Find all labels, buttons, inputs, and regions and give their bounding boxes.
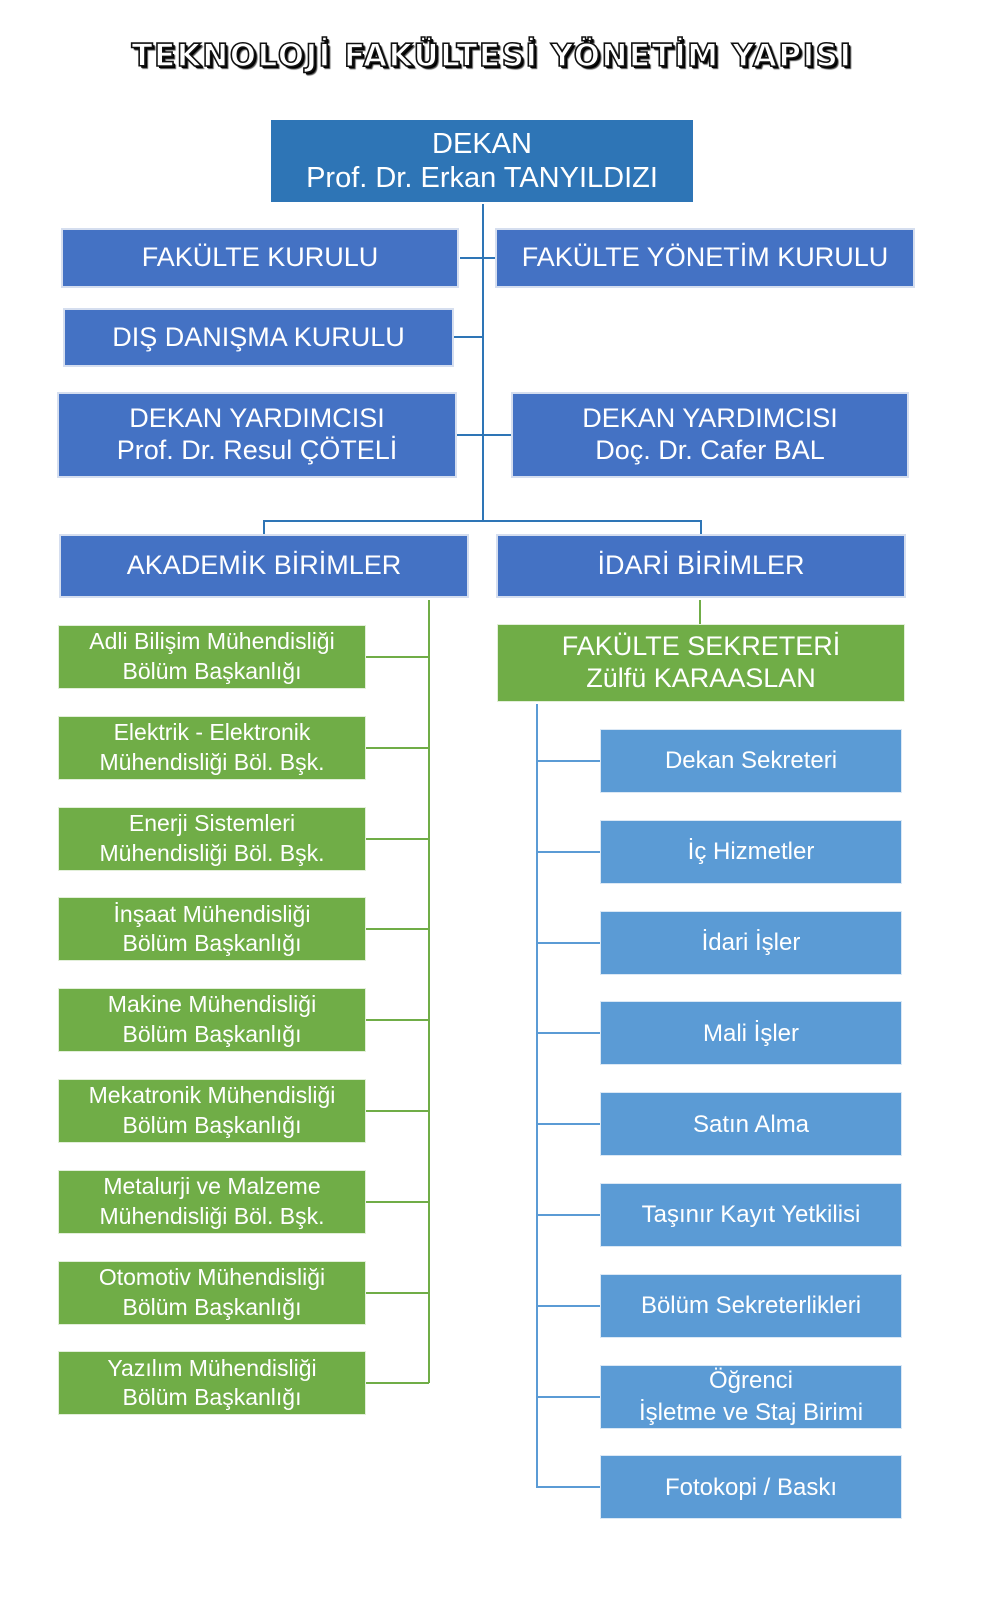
admin-unit-name: Satın Alma xyxy=(692,1110,810,1138)
academic-unit-connector xyxy=(366,746,429,749)
academic-unit-connector xyxy=(366,1291,429,1294)
admin-unit-name: Fotokopi / Baskı xyxy=(664,1473,838,1501)
vice-dean-2-name: Doç. Dr. Cafer BAL xyxy=(595,435,825,465)
academic-unit-name: Mekatronik Mühendisliği xyxy=(88,1082,336,1109)
academic-unit-name: Adli Bilişim Mühendisliği xyxy=(89,628,335,655)
faculty-exec-board-box[interactable]: FAKÜLTE YÖNETİM KURULU xyxy=(495,228,915,288)
vice-dean-1-role: DEKAN YARDIMCISI xyxy=(129,403,385,434)
academic-unit-subtitle: Bölüm Başkanlığı xyxy=(122,1293,302,1320)
connector-admin-drop xyxy=(700,520,702,534)
admin-unit-connector xyxy=(536,1214,600,1216)
dean-name: Prof. Dr. Erkan TANYILDIZI xyxy=(306,162,658,194)
vice-dean-2-box[interactable]: DEKAN YARDIMCISI Doç. Dr. Cafer BAL xyxy=(511,392,909,478)
connector-units-horizontal xyxy=(263,520,702,522)
faculty-secretary-box[interactable]: FAKÜLTE SEKRETERİ Zülfü KARAASLAN xyxy=(497,624,905,702)
connector-academic-spine xyxy=(428,600,430,1383)
admin-unit-connector xyxy=(536,1486,600,1489)
academic-unit-connector xyxy=(366,928,429,931)
vice-dean-1-box[interactable]: DEKAN YARDIMCISI Prof. Dr. Resul ÇÖTELİ xyxy=(57,392,457,478)
admin-units-header[interactable]: İDARİ BİRİMLER xyxy=(496,534,906,598)
admin-unit-connector xyxy=(536,850,600,853)
page-title: TEKNOLOJİ FAKÜLTESİ YÖNETİM YAPISI xyxy=(131,37,853,75)
academic-unit-subtitle: Mühendisliği Böl. Bşk. xyxy=(99,1202,325,1229)
academic-unit-subtitle: Mühendisliği Böl. Bşk. xyxy=(99,839,325,866)
academic-unit-name: İnşaat Mühendisliği xyxy=(113,900,311,927)
connector-academic-drop xyxy=(263,520,265,534)
admin-unit-connector xyxy=(536,760,600,762)
academic-unit-name: Metalurji ve Malzeme xyxy=(103,1172,321,1199)
admin-unit-box[interactable]: Fotokopi / Baskı xyxy=(600,1455,902,1520)
admin-unit-connector xyxy=(536,941,600,944)
connector-advisory xyxy=(454,336,483,338)
academic-unit-subtitle: Mühendisliği Böl. Bşk. xyxy=(99,748,325,775)
academic-unit-name: Enerji Sistemleri xyxy=(128,809,296,836)
academic-unit-name: Yazılım Mühendisliği xyxy=(107,1354,317,1381)
admin-unit-box[interactable]: Mali İşler xyxy=(600,1001,902,1066)
academic-unit-connector xyxy=(366,1382,429,1385)
faculty-board-label: FAKÜLTE KURULU xyxy=(141,242,379,273)
academic-unit-connector xyxy=(366,1019,429,1022)
academic-unit-connector xyxy=(366,656,429,658)
vice-dean-1-name: Prof. Dr. Resul ÇÖTELİ xyxy=(116,435,398,465)
academic-unit-subtitle: Bölüm Başkanlığı xyxy=(122,1112,302,1138)
admin-unit-box[interactable]: Taşınır Kayıt Yetkilisi xyxy=(600,1183,902,1247)
faculty-exec-board-label: FAKÜLTE YÖNETİM KURULU xyxy=(521,242,889,273)
dean-role: DEKAN xyxy=(432,127,532,160)
admin-unit-connector xyxy=(536,1304,600,1307)
academic-unit-name: Elektrik - Elektronik xyxy=(113,718,311,745)
admin-unit-box[interactable]: Satın Alma xyxy=(600,1092,902,1157)
admin-units-title: İDARİ BİRİMLER xyxy=(597,550,805,581)
admin-unit-subtitle: İşletme ve Staj Birimi xyxy=(638,1398,864,1426)
academic-unit-subtitle: Bölüm Başkanlığı xyxy=(122,930,302,957)
academic-unit-connector xyxy=(366,1200,429,1203)
admin-unit-name: Dekan Sekreteri xyxy=(664,747,838,775)
faculty-secretary-name: Zülfü KARAASLAN xyxy=(586,663,816,693)
academic-units-title: AKADEMİK BİRİMLER xyxy=(126,550,402,581)
admin-unit-name: Öğrenci xyxy=(708,1367,794,1395)
academic-unit-subtitle: Bölüm Başkanlığı xyxy=(122,1384,302,1411)
admin-unit-name: Taşınır Kayıt Yetkilisi xyxy=(641,1201,861,1229)
connector-secretary xyxy=(699,600,701,624)
connector-admin-spine xyxy=(536,704,538,1487)
admin-unit-box[interactable]: İç Hizmetler xyxy=(600,819,902,884)
advisory-board-label: DIŞ DANIŞMA KURULU xyxy=(112,321,405,352)
admin-unit-connector xyxy=(536,1395,600,1398)
advisory-board-box[interactable]: DIŞ DANIŞMA KURULU xyxy=(63,308,454,367)
academic-unit-subtitle: Bölüm Başkanlığı xyxy=(122,1021,302,1048)
admin-unit-name: Mali İşler xyxy=(702,1019,799,1047)
vice-dean-2-role: DEKAN YARDIMCISI xyxy=(582,403,838,434)
admin-unit-box[interactable]: Dekan Sekreteri xyxy=(600,729,902,793)
admin-unit-name: İç Hizmetler xyxy=(687,838,815,866)
academic-unit-name: Makine Mühendisliği xyxy=(107,991,317,1018)
admin-unit-box[interactable]: İdari İşler xyxy=(600,910,902,975)
connector-vice-deans xyxy=(456,434,512,436)
academic-units-header[interactable]: AKADEMİK BİRİMLER xyxy=(59,534,469,598)
admin-unit-name: Bölüm Sekreterlikleri xyxy=(640,1292,862,1320)
connector-main-vertical xyxy=(482,204,484,522)
admin-unit-connector xyxy=(536,1123,600,1126)
connector-boards xyxy=(460,257,496,259)
academic-unit-subtitle: Bölüm Başkanlığı xyxy=(122,658,302,684)
academic-unit-connector xyxy=(366,837,429,840)
faculty-secretary-role: FAKÜLTE SEKRETERİ xyxy=(561,631,841,662)
dean-box[interactable]: DEKAN Prof. Dr. Erkan TANYILDIZI xyxy=(271,120,693,202)
faculty-board-box[interactable]: FAKÜLTE KURULU xyxy=(61,228,459,288)
admin-unit-box[interactable]: Bölüm Sekreterlikleri xyxy=(600,1273,902,1338)
admin-unit-connector xyxy=(536,1032,600,1035)
academic-unit-name: Otomotiv Mühendisliği xyxy=(98,1263,326,1290)
admin-unit-name: İdari İşler xyxy=(701,929,801,956)
academic-unit-connector xyxy=(366,1110,429,1112)
